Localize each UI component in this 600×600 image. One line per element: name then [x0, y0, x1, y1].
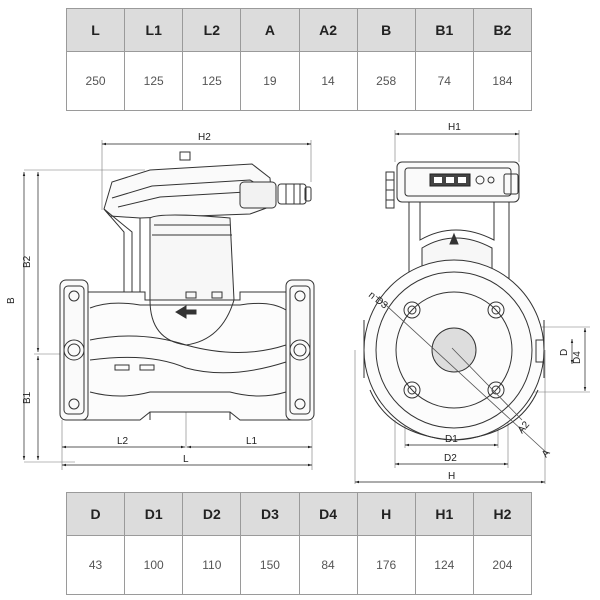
- header-cell: L2: [182, 8, 242, 52]
- value-row: 250 125 125 19 14 258 74 184: [65, 51, 533, 111]
- pump-technical-drawing: H2 B B2 B1 L2 L1 L: [6, 122, 590, 484]
- side-view-dimensions: [22, 142, 312, 467]
- header-row: L L1 L2 A A2 B B1 B2: [65, 8, 533, 52]
- label-b: B: [6, 297, 17, 304]
- header-cell: B1: [414, 8, 474, 52]
- header-cell: B: [356, 8, 416, 52]
- header-cell: H: [356, 492, 416, 536]
- header-cell: D4: [298, 492, 358, 536]
- header-cell: H2: [472, 492, 533, 536]
- label-d2: D2: [444, 453, 457, 464]
- header-cell: D: [65, 492, 126, 536]
- header-cell: B2: [472, 8, 533, 52]
- label-h2: H2: [198, 132, 211, 143]
- value-cell: 43: [65, 535, 126, 595]
- label-b2: B2: [22, 255, 33, 268]
- header-cell: L: [65, 8, 126, 52]
- header-cell: H1: [414, 492, 474, 536]
- value-cell: 150: [240, 535, 300, 595]
- dimensions-table-top: L L1 L2 A A2 B B1 B2 250 125 125 19 14 2…: [65, 8, 533, 111]
- pump-side-view: [24, 140, 315, 470]
- label-l: L: [183, 454, 189, 465]
- pump-front-view: [354, 130, 590, 484]
- value-cell: 125: [124, 51, 184, 111]
- label-b1: B1: [22, 391, 33, 404]
- value-cell: 176: [356, 535, 416, 595]
- value-cell: 19: [240, 51, 300, 111]
- label-a: A: [540, 447, 553, 459]
- value-cell: 110: [182, 535, 242, 595]
- dimensions-table-bottom: D D1 D2 D3 D4 H H1 H2 43 100 110 150 84 …: [65, 492, 533, 595]
- value-cell: 14: [298, 51, 358, 111]
- value-cell: 124: [414, 535, 474, 595]
- label-l2: L2: [117, 436, 129, 447]
- label-h: H: [448, 471, 455, 482]
- label-d4: D4: [572, 351, 583, 364]
- label-d1: D1: [445, 434, 458, 445]
- header-cell: L1: [124, 8, 184, 52]
- label-a2: A2: [516, 419, 533, 436]
- value-cell: 125: [182, 51, 242, 111]
- label-d: D: [559, 349, 570, 356]
- value-row: 43 100 110 150 84 176 124 204: [65, 535, 533, 595]
- value-cell: 74: [414, 51, 474, 111]
- header-cell: D1: [124, 492, 184, 536]
- header-cell: D3: [240, 492, 300, 536]
- value-cell: 84: [298, 535, 358, 595]
- header-cell: D2: [182, 492, 242, 536]
- front-view-dimensions: [355, 132, 587, 484]
- label-l1: L1: [246, 436, 258, 447]
- header-row: D D1 D2 D3 D4 H H1 H2: [65, 492, 533, 536]
- value-cell: 204: [472, 535, 533, 595]
- side-view-dimension-labels: H2 B B2 B1 L2 L1 L: [6, 132, 258, 465]
- header-cell: A: [240, 8, 300, 52]
- label-h1: H1: [448, 122, 461, 133]
- value-cell: 100: [124, 535, 184, 595]
- header-cell: A2: [298, 8, 358, 52]
- value-cell: 250: [65, 51, 126, 111]
- value-cell: 184: [472, 51, 533, 111]
- value-cell: 258: [356, 51, 416, 111]
